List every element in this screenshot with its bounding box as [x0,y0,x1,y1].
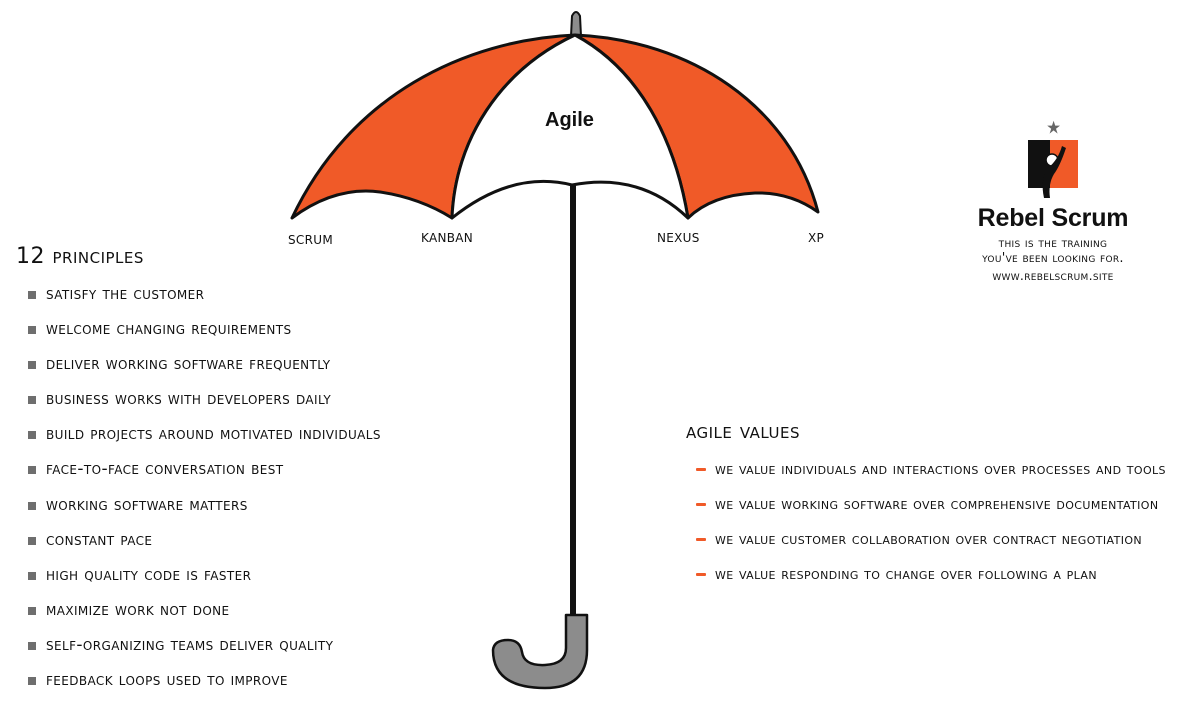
rebel-scrum-logo-icon [1028,120,1078,198]
principle-text: Satisfy the customer [46,284,205,304]
principles-list: Satisfy the customer Welcome changing re… [28,284,381,705]
values-list: We value Individuals and interactions ov… [696,460,1192,600]
canopy-panel-center [450,33,690,220]
principle-item: Deliver working software frequently [28,354,381,389]
principle-text: Working software matters [46,494,248,515]
xp-label: XP [808,227,825,247]
umbrella-shaft [570,185,576,617]
value-text: We value responding to change over follo… [715,565,1097,583]
bullet-square-icon [28,606,36,615]
bullet-dash-icon [696,538,706,541]
principle-text: Feedback loops used to improve [46,670,288,691]
value-item: We value customer collaboration over con… [696,530,1192,548]
principle-item: Self-organizing teams deliver quality [28,635,381,670]
bullet-square-icon [28,677,36,686]
principle-text: High quality code is faster [46,564,252,585]
bullet-square-icon [28,466,36,475]
principle-text: Constant pace [46,529,153,550]
bullet-square-icon [28,641,36,650]
principle-item: Working software matters [28,495,381,530]
value-text: We value working software over comprehen… [715,495,1159,513]
principle-text: Maximize work not done [46,599,230,620]
nexus-label: Nexus [657,227,700,247]
values-heading: Agile values [686,419,801,444]
bullet-dash-icon [696,468,706,471]
principle-item: Satisfy the customer [28,284,381,319]
principle-text: Self-organizing teams deliver quality [46,634,334,655]
brand-url: www.rebelscrum.site [992,268,1114,283]
bullet-square-icon [28,501,36,510]
principle-text: Welcome changing requirements [46,319,292,340]
bullet-square-icon [28,326,36,335]
brand-name: Rebel Scrum [977,204,1129,232]
agile-label: Agile [545,109,594,131]
principle-item: High quality code is faster [28,565,381,600]
principle-text: Build projects around motivated individu… [46,424,381,445]
bullet-square-icon [28,291,36,299]
value-item: We value working software over comprehen… [696,495,1192,513]
principle-text: Deliver working software frequently [46,354,331,375]
principle-item: Welcome changing requirements [28,319,381,354]
principle-item: Feedback loops used to improve [28,670,381,705]
value-item: We value Individuals and interactions ov… [696,460,1192,478]
principle-text: Business works with developers daily [46,389,332,410]
brand-tagline-1: This is the training [998,236,1108,251]
principle-item: Business works with developers daily [28,389,381,424]
principle-item: Face-to-face conversation best [28,459,381,494]
principle-item: Build projects around motivated individu… [28,424,381,459]
brand-tagline-2: you've been looking for. [982,251,1124,266]
principle-text: Face-to-face conversation best [46,459,284,480]
principle-item: Maximize work not done [28,600,381,635]
principle-item: Constant pace [28,530,381,565]
value-item: We value responding to change over follo… [696,565,1192,583]
kanban-label: Kanban [421,227,474,247]
value-text: We value Individuals and interactions ov… [715,460,1166,478]
principles-heading: 12 Principles [16,244,144,269]
value-text: We value customer collaboration over con… [715,530,1143,548]
bullet-dash-icon [696,573,706,576]
umbrella-tip [569,11,583,37]
bullet-square-icon [28,536,36,545]
bullet-square-icon [28,431,36,440]
umbrella-handle [491,613,589,690]
bullet-dash-icon [696,503,706,506]
bullet-square-icon [28,361,36,370]
bullet-square-icon [28,571,36,580]
scrum-label: Scrum [288,229,333,249]
bullet-square-icon [28,396,36,405]
